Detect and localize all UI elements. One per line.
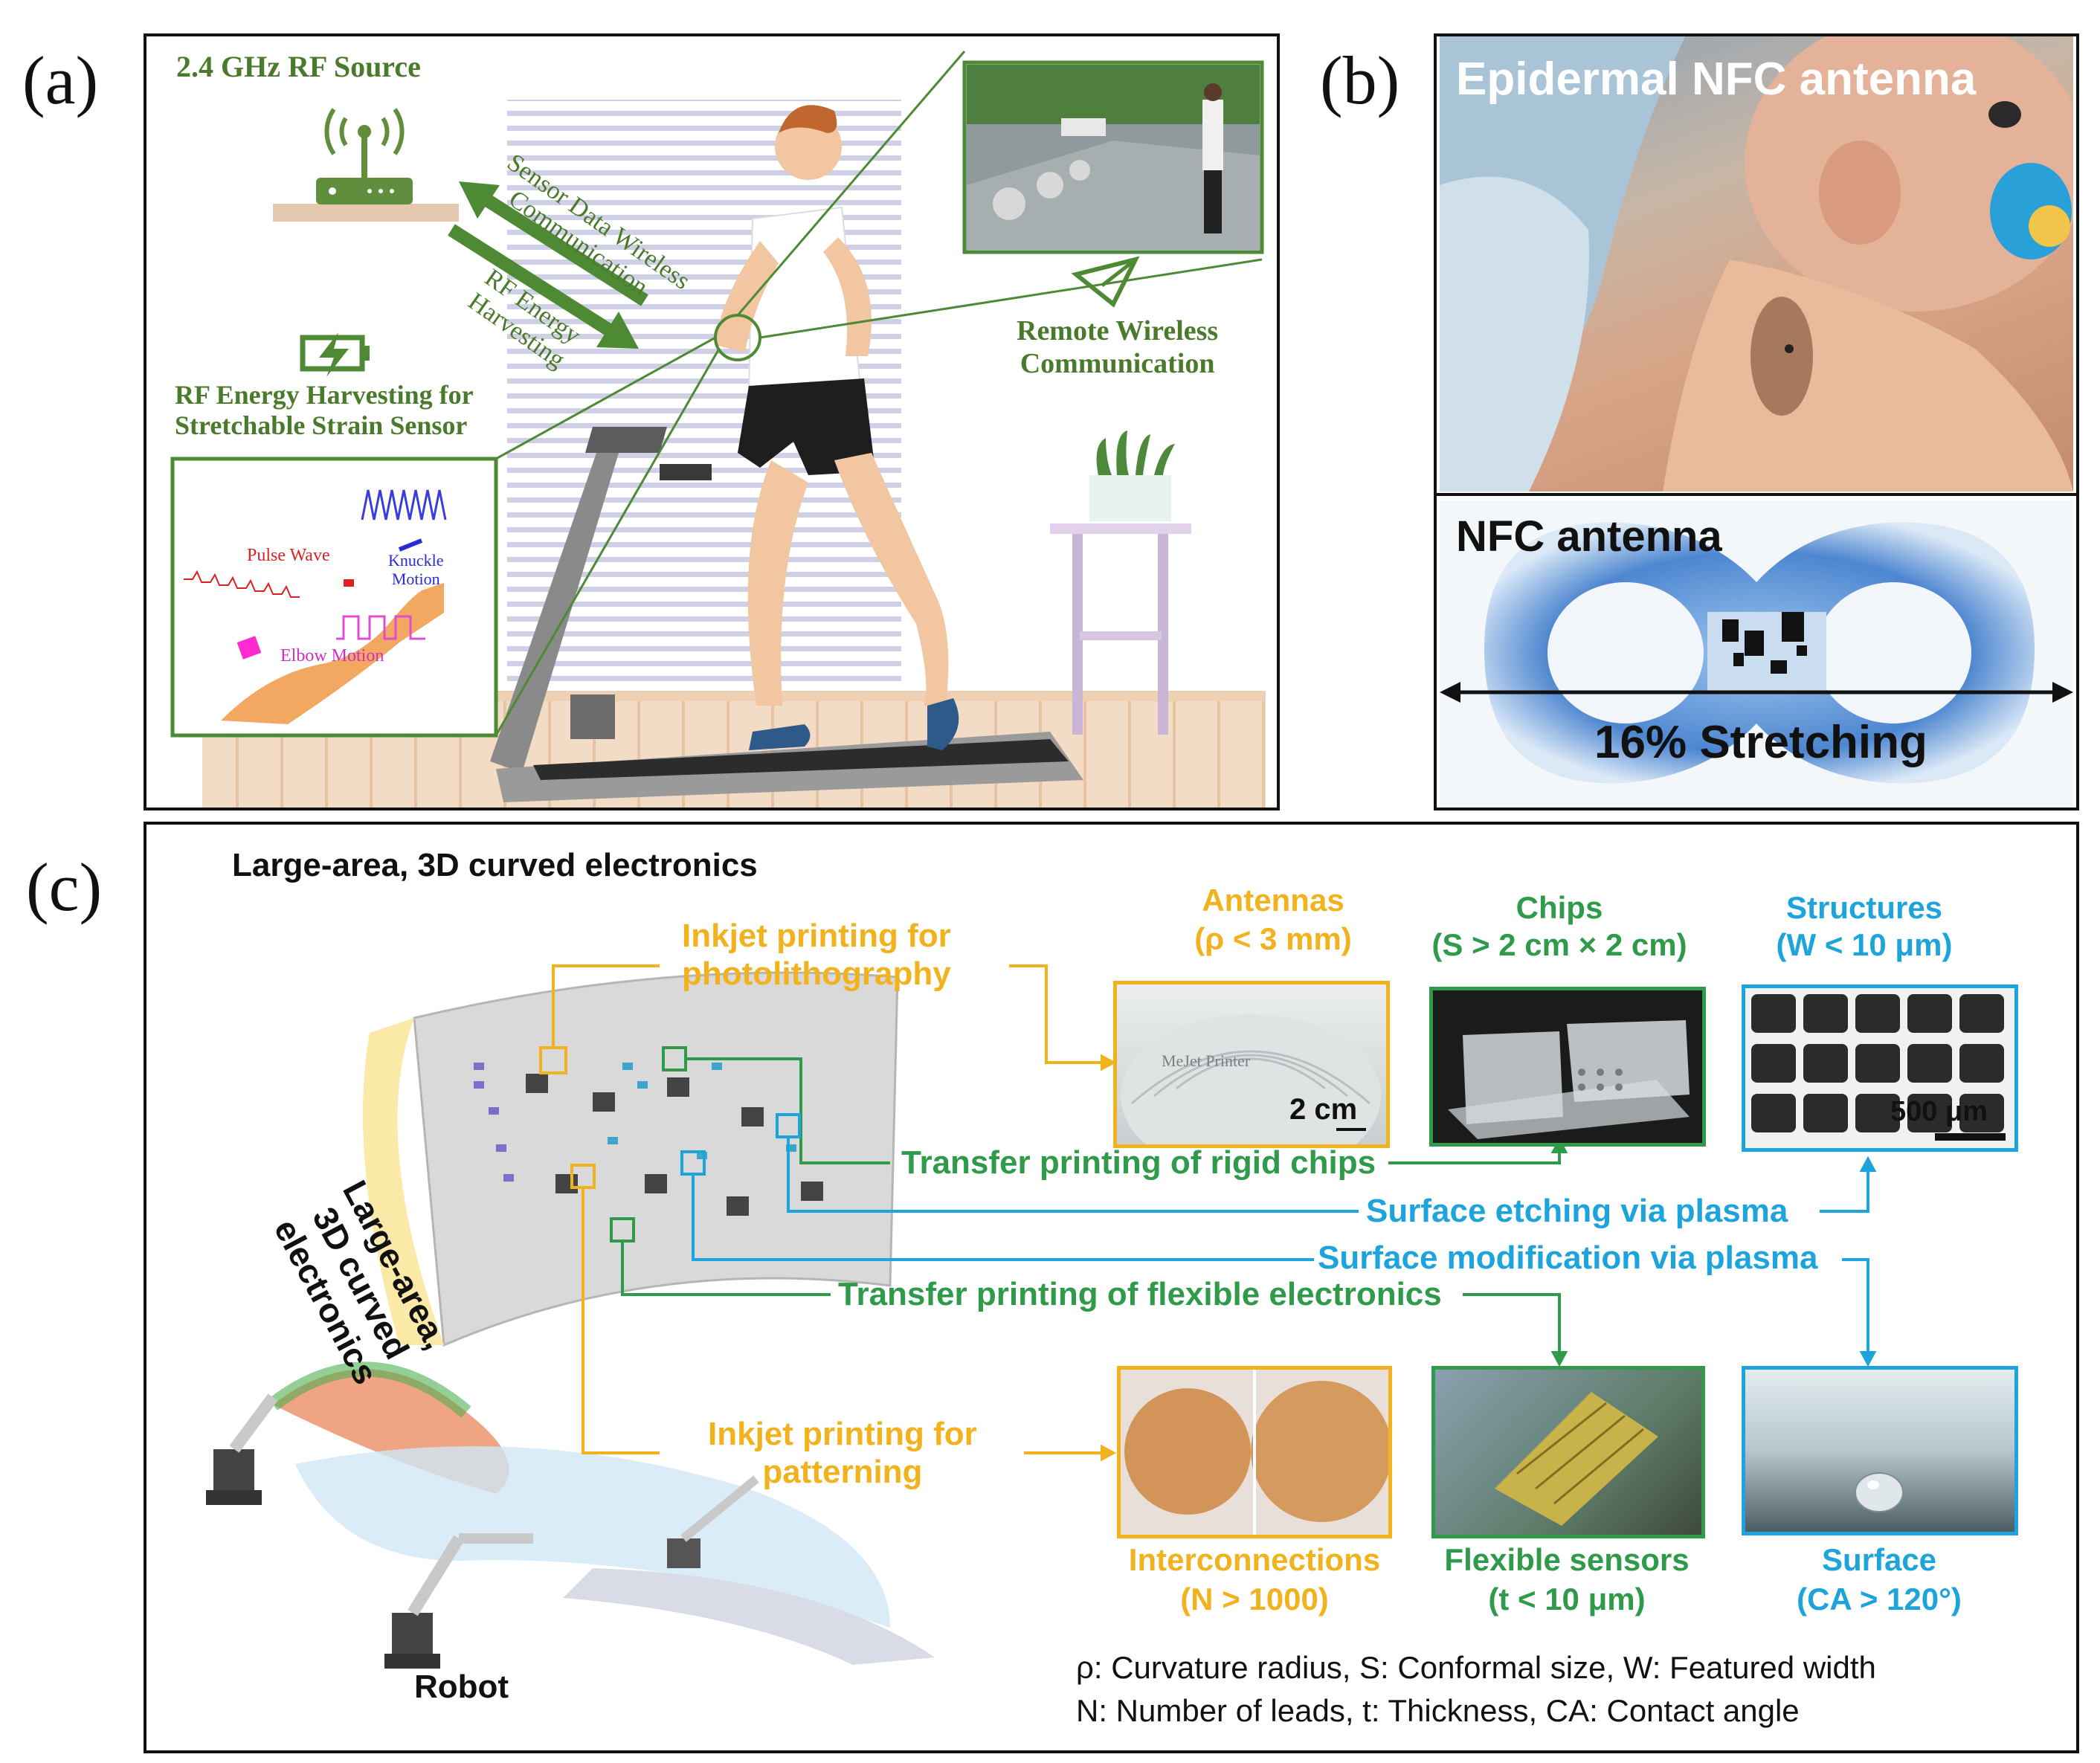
flex-sensors-title: Flexible sensors — [1444, 1542, 1690, 1577]
interconnections-photo — [1117, 1366, 1392, 1538]
epidermal-title: Epidermal NFC antenna — [1456, 54, 1977, 105]
flex-sensors-photo — [1431, 1366, 1705, 1538]
green-connectors — [610, 1046, 1568, 1367]
knuckle-line-2: Motion — [391, 570, 440, 589]
antennas-title: Antennas — [1202, 883, 1344, 918]
elbow-motion-label: Elbow Motion — [280, 646, 384, 665]
inkjet-photolithography-label: Inkjet printing for photolithography — [682, 918, 951, 993]
baby-photo-art — [1440, 36, 2073, 491]
curved-board — [363, 971, 899, 1347]
surface-droplet — [1855, 1472, 1904, 1512]
interconnections-cond: (N > 1000) — [1180, 1582, 1329, 1617]
surface-photo — [1742, 1366, 2018, 1535]
remote-line-1: Remote Wireless — [1017, 315, 1219, 347]
wireless-arrows — [448, 181, 648, 349]
chips-title: Chips — [1516, 890, 1603, 925]
panel-label-c: (c) — [26, 849, 103, 925]
antennas-scale: 2 cm — [1289, 1093, 1358, 1126]
chips-art — [1448, 1020, 1690, 1139]
yellow-connectors — [539, 964, 1117, 1462]
chips-photo — [1429, 987, 1706, 1147]
inkjet-pattern-line-1: Inkjet printing for — [708, 1416, 977, 1452]
router-icon — [273, 108, 459, 222]
nfc-antenna-image: NFC antenna 16% Stretching — [1440, 500, 2073, 808]
paper-plane-icon — [1071, 256, 1140, 308]
remote-wireless-label: Remote Wireless Communication — [1017, 315, 1218, 380]
knuckle-line-1: Knuckle — [388, 551, 444, 570]
street-photo — [962, 60, 1264, 254]
inkjet-photo-line-2: photolithography — [682, 955, 951, 992]
stretching-label: 16% Stretching — [1594, 717, 1927, 768]
panel-label-b: (b) — [1320, 42, 1400, 118]
transfer-flexible-label: Transfer printing of flexible electronic… — [838, 1276, 1442, 1312]
nfc-antenna-art — [1440, 522, 2073, 784]
surface-title: Surface — [1821, 1542, 1937, 1577]
surface-cond: (CA > 120°) — [1797, 1582, 1962, 1617]
transfer-rigid-label: Transfer printing of rigid chips — [901, 1144, 1376, 1181]
robot-label: Robot — [414, 1669, 509, 1705]
robot-arms — [206, 1361, 935, 1669]
panel-a-frame: 2.4 GHz RF Source Sensor Data Wireless C… — [144, 33, 1280, 810]
battery-icon — [300, 332, 370, 377]
panel-b-divider — [1437, 493, 2076, 496]
side-table — [1050, 431, 1191, 735]
harvest-title: RF Energy Harvesting for Stretchable Str… — [175, 380, 474, 442]
panel-c-header: Large-area, 3D curved electronics — [232, 847, 758, 883]
nfc-antenna-title: NFC antenna — [1456, 512, 1722, 561]
panel-c-connectors — [206, 964, 1877, 1669]
surface-modification-label: Surface modification via plasma — [1318, 1240, 1818, 1276]
inkjet-patterning-label: Inkjet printing for patterning — [708, 1416, 977, 1491]
inkjet-photo-line-1: Inkjet printing for — [682, 918, 951, 954]
panel-c-frame: Large-area, 3D curved electronics Large-… — [144, 822, 2079, 1753]
antennas-cond: (ρ < 3 mm) — [1194, 921, 1352, 956]
baby-photo: Epidermal NFC antenna — [1440, 36, 2073, 491]
runner — [715, 105, 959, 750]
structures-grid — [1751, 994, 2006, 1141]
panel-a-illustration — [170, 51, 1266, 808]
remote-line-2: Communication — [1020, 347, 1215, 379]
pulse-wave-label: Pulse Wave — [247, 546, 330, 565]
knuckle-motion-label: Knuckle Motion — [388, 551, 444, 589]
antennas-stamp: MeJet Printer — [1162, 1051, 1251, 1070]
harvest-title-line-1: RF Energy Harvesting for — [175, 380, 474, 410]
structures-photo: 500 μm — [1742, 984, 2018, 1152]
structures-scale: 500 μm — [1890, 1096, 1988, 1127]
panel-label-a: (a) — [22, 42, 99, 118]
antennas-photo: MeJet Printer 2 cm — [1113, 981, 1390, 1148]
structures-cond: (W < 10 μm) — [1776, 927, 1953, 962]
structures-title: Structures — [1785, 890, 1943, 925]
interconnections-art — [1124, 1370, 1388, 1535]
interconnections-title: Interconnections — [1128, 1542, 1381, 1577]
panel-b-frame: Epidermal NFC antenna — [1434, 33, 2079, 810]
harvest-title-line-2: Stretchable Strain Sensor — [175, 410, 468, 441]
surface-etching-label: Surface etching via plasma — [1366, 1193, 1788, 1229]
rf-source-label: 2.4 GHz RF Source — [176, 50, 421, 83]
antennas-dome — [1121, 1014, 1381, 1144]
flex-sensors-cond: (t < 10 μm) — [1488, 1582, 1646, 1617]
legend-line-1: ρ: Curvature radius, S: Conformal size, … — [1076, 1650, 1876, 1685]
sensor-inset — [170, 457, 498, 738]
cyan-connectors — [680, 1113, 1877, 1367]
inkjet-pattern-line-2: patterning — [762, 1453, 923, 1490]
chips-cond: (S > 2 cm × 2 cm) — [1431, 927, 1687, 962]
flex-sensors-art — [1495, 1392, 1658, 1526]
legend-line-2: N: Number of leads, t: Thickness, CA: Co… — [1076, 1693, 1800, 1728]
treadmill — [490, 427, 1083, 802]
